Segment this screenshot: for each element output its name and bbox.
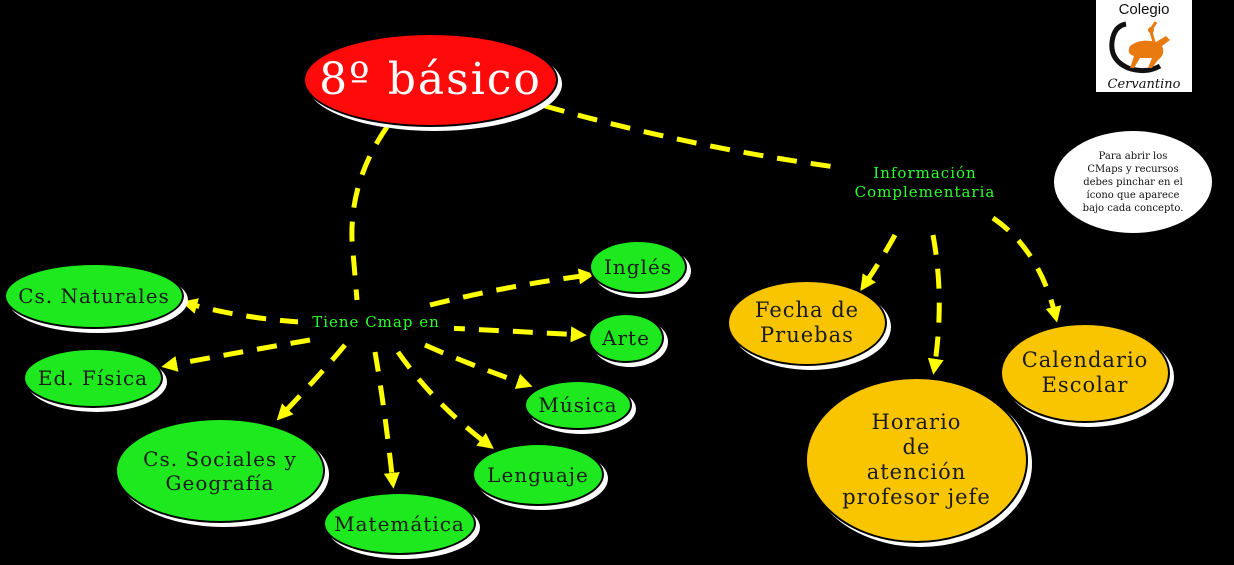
title-label: 8º básico: [319, 53, 542, 105]
connector-to-matematica: [372, 351, 400, 489]
connector-to-musica: [423, 342, 533, 389]
info-node-calendario[interactable]: Calendario Escolar: [1000, 323, 1170, 423]
connector-title-to-info: [544, 103, 859, 173]
subject-label: Lenguaje: [487, 462, 589, 487]
connector-to-calendario: [991, 215, 1062, 323]
subject-label: Ed. Física: [37, 366, 149, 390]
connector-to-fecha-pruebas: [860, 233, 898, 291]
instruction-note-text: Para abrir los CMaps y recursos debes pi…: [1082, 150, 1184, 214]
subject-node-cs-naturales[interactable]: Cs. Naturales: [4, 263, 184, 329]
subject-label: Matemática: [334, 511, 465, 536]
subject-label: Inglés: [603, 255, 673, 279]
subject-node-lenguaje[interactable]: Lenguaje: [472, 443, 604, 506]
title-node[interactable]: 8º básico: [303, 33, 558, 127]
info-label: Fecha de Pruebas: [754, 297, 860, 347]
connector-to-cs-sociales: [276, 343, 347, 421]
info-label: Horario de atención profesor jefe: [842, 409, 991, 510]
info-label: Calendario Escolar: [1021, 347, 1149, 397]
logo-top-text: Colegio: [1118, 1, 1170, 18]
school-logo: Colegio Cervantino: [1096, 0, 1192, 92]
subject-label: Música: [538, 393, 618, 417]
connector-to-arte: [444, 325, 587, 343]
connector-to-ed-fisica: [161, 337, 311, 372]
info-node-horario[interactable]: Horario de atención profesor jefe: [805, 377, 1028, 543]
linking-phrase-tiene-cmap: Tiene Cmap en: [298, 313, 454, 332]
linking-phrase-info-complementaria: Información Complementaria: [840, 164, 1010, 202]
logo-bottom-text: Cervantino: [1107, 77, 1181, 92]
subject-label: Arte: [602, 326, 650, 350]
subject-label: Cs. Naturales: [18, 284, 170, 308]
connector-title-to-tiene-cmap: [349, 125, 390, 301]
subject-node-matematica[interactable]: Matemática: [323, 492, 476, 555]
subject-node-musica[interactable]: Música: [524, 380, 632, 430]
instruction-note: Para abrir los CMaps y recursos debes pi…: [1054, 131, 1212, 233]
horse-rider-icon: [1109, 21, 1170, 74]
connector-to-horario: [927, 234, 944, 375]
connector-to-cs-naturales: [181, 298, 301, 325]
info-node-fecha-pruebas[interactable]: Fecha de Pruebas: [727, 280, 887, 366]
subject-node-cs-sociales[interactable]: Cs. Sociales y Geografía: [115, 418, 325, 523]
subject-node-ingles[interactable]: Inglés: [589, 240, 687, 294]
subject-label: Cs. Sociales y Geografía: [143, 446, 297, 495]
subject-node-ed-fisica[interactable]: Ed. Física: [23, 348, 163, 408]
subject-node-arte[interactable]: Arte: [588, 313, 664, 363]
connector-to-ingles: [429, 268, 595, 308]
connector-to-lenguaje: [395, 350, 494, 449]
